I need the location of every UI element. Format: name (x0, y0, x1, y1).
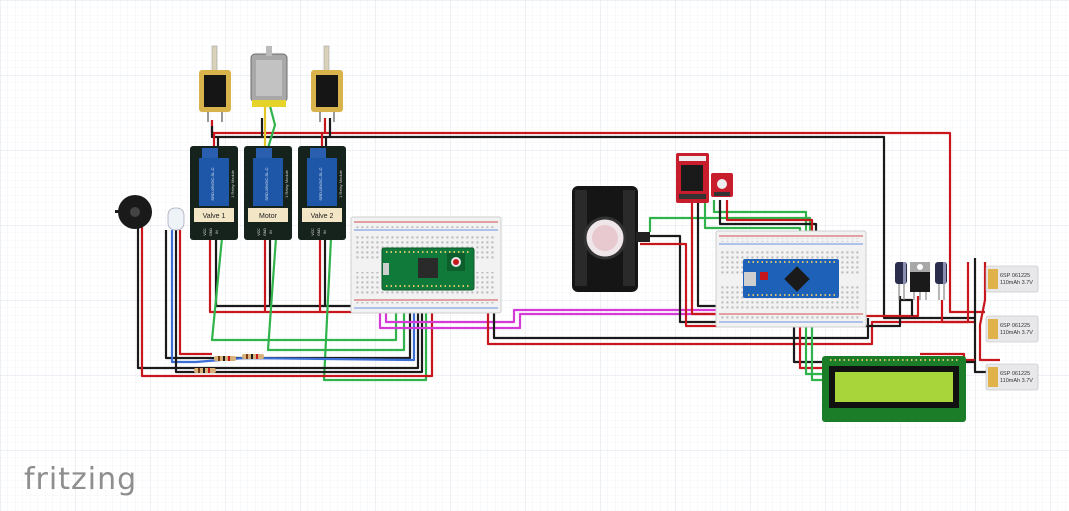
battery-rating: 110mAh 3.7V (1000, 378, 1033, 384)
relay-pin-label: IN (215, 230, 219, 234)
resistor-2 (242, 354, 264, 359)
capacitor-1 (895, 262, 907, 300)
lcd-16x2 (822, 356, 966, 422)
water-flow-sensor (572, 186, 650, 292)
capacitor-2 (935, 262, 947, 300)
battery-model: 6SP 061225 (1000, 371, 1030, 377)
battery-model: 6SP 061225 (1000, 323, 1030, 329)
relay-pin-label: GND (317, 228, 321, 236)
relay-pin-label: VCC (311, 228, 315, 236)
relay-pin-label: VCC (257, 228, 261, 236)
relay-side-text: 1 Relay Module (230, 169, 235, 198)
rtc-module (676, 153, 709, 203)
relay-label: Valve 1 (203, 213, 226, 220)
relay-pin-label: GND (263, 228, 267, 236)
relay-pin-label: IN (323, 230, 327, 234)
solenoid-valve-1 (199, 45, 231, 122)
relay-side-text: 1 Relay Module (338, 169, 343, 198)
relay-brand: SRD-05VDC-SL-C (210, 167, 215, 200)
fritzing-logo: fritzing (24, 462, 138, 497)
resistor-3 (194, 368, 216, 373)
buzzer (115, 195, 152, 229)
voltage-regulator (910, 262, 930, 300)
solenoid-valve-2 (311, 45, 343, 122)
rf-module (711, 173, 733, 197)
dc-motor (250, 46, 288, 107)
relay-side-text: 1 Relay Module (284, 169, 289, 198)
relay-brand: SRD-05VDC-SL-C (264, 167, 269, 200)
relay-brand: SRD-05VDC-SL-C (318, 167, 323, 200)
relay-label: Motor (259, 213, 278, 220)
relay-pin-label: GND (209, 228, 213, 236)
battery-rating: 110mAh 3.7V (1000, 280, 1033, 286)
rgb-led (167, 207, 185, 231)
raspberry-pi-pico (381, 247, 475, 291)
arduino-nano (743, 259, 839, 298)
relay-pin-label: VCC (203, 228, 207, 236)
relay-pin-label: IN (269, 230, 273, 234)
battery-rating: 110mAh 3.7V (1000, 330, 1033, 336)
resistor-1 (214, 356, 236, 361)
relay-label: Valve 2 (311, 213, 334, 220)
battery-model: 6SP 061225 (1000, 273, 1030, 279)
